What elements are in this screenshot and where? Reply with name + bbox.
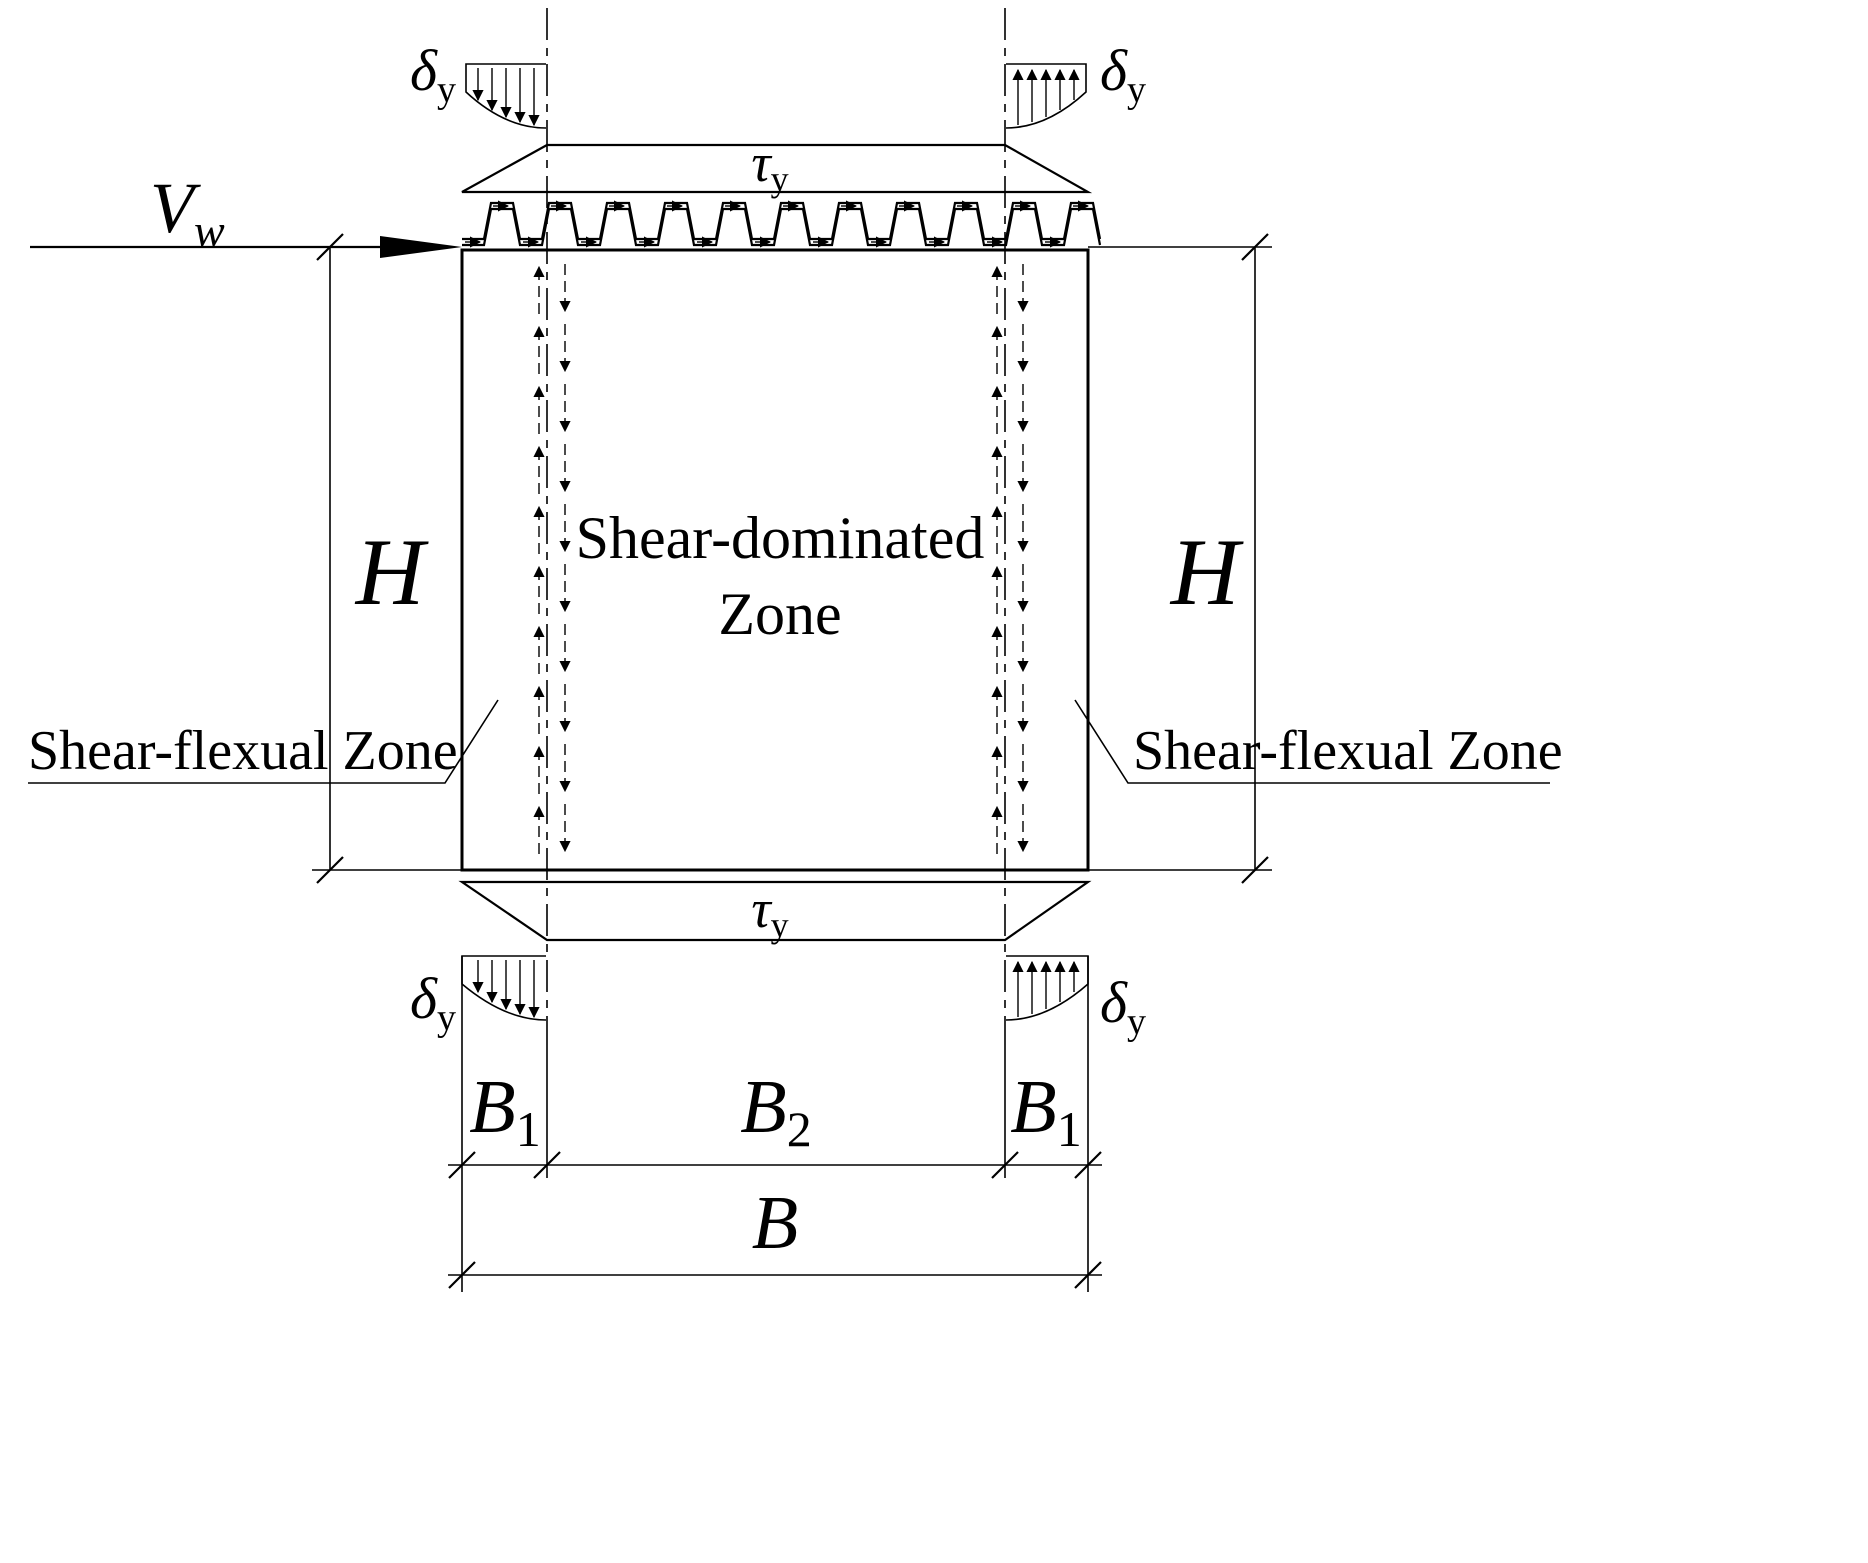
boundary-shear-flow-arrows [533, 264, 1029, 854]
dimension-tick [1074, 1261, 1102, 1289]
b1-dim-label-left: B1 [469, 1065, 540, 1157]
displacement-arrows [472, 68, 1080, 1019]
applied-shear-arrowhead [380, 236, 462, 258]
dimension-tick [1074, 1151, 1102, 1179]
force-label: Vw [150, 168, 225, 256]
dimension-tick [316, 233, 344, 261]
displacement-label-top-left: δy [410, 38, 456, 111]
displacement-curve-top-left [465, 63, 547, 129]
height-label-right: H [1169, 519, 1244, 625]
dimension-tick [533, 1151, 561, 1179]
dimension-tick [1241, 856, 1269, 884]
shear-stress-label-top: τy [751, 133, 788, 199]
displacement-label-bottom-left: δy [410, 966, 456, 1039]
displacement-label-top-right: δy [1100, 38, 1146, 111]
top-shear-stress-distribution [461, 143, 1093, 194]
center-zone-label-line2: Zone [718, 581, 841, 647]
dimension-ticks [316, 233, 1269, 1289]
side-zone-label-left: Shear-flexual Zone [28, 720, 458, 782]
leader-line-right [1074, 699, 1550, 784]
leader-line-left [28, 699, 499, 784]
height-label-left: H [354, 519, 429, 625]
wall-panel [460, 248, 1090, 872]
b1-dim-label-right: B1 [1010, 1065, 1081, 1157]
dimension-tick [448, 1261, 476, 1289]
dimension-tick [448, 1151, 476, 1179]
b-total-dim-label: B [752, 1181, 798, 1265]
displacement-curve-top-right [1005, 63, 1087, 129]
dimension-tick [991, 1151, 1019, 1179]
center-zone-label-line1: Shear-dominated [576, 505, 985, 571]
bottom-shear-stress-distribution [458, 880, 1092, 942]
b2-dim-label: B2 [740, 1065, 811, 1157]
displacement-label-bottom-right: δy [1100, 970, 1146, 1043]
dimension-tick [316, 856, 344, 884]
corrugated-steel-plate [462, 200, 1102, 248]
dimension-tick [1241, 233, 1269, 261]
side-zone-label-right: Shear-flexual Zone [1133, 720, 1563, 782]
shear-stress-label-bottom: τy [751, 879, 788, 945]
